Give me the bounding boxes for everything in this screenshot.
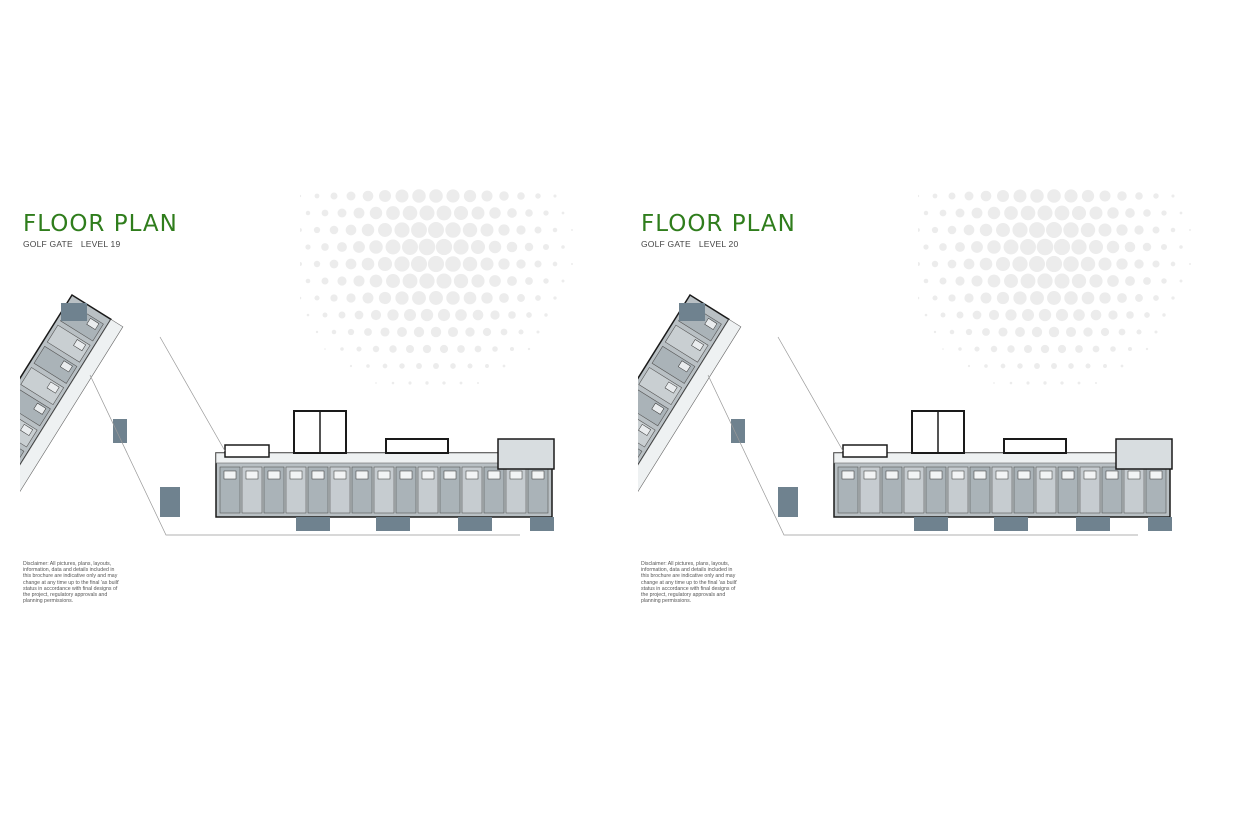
disclaimer-text: Disclaimer: All pictures, plans, layouts… — [641, 561, 738, 605]
floor-plan-sheet-level-19: FLOOR PLAN GOLF GATE LEVEL 19 — [20, 189, 620, 551]
golf-ball-pattern-icon — [300, 189, 573, 385]
level-label: LEVEL 20 — [698, 239, 739, 249]
page-subtitle: GOLF GATE LEVEL 19 — [23, 239, 120, 249]
floor-plan-drawing — [20, 293, 555, 536]
golf-ball-pattern-icon — [918, 189, 1191, 385]
floor-plan-drawing — [638, 293, 1173, 536]
project-name: GOLF GATE — [641, 239, 691, 249]
page-title: FLOOR PLAN — [641, 211, 796, 237]
project-name: GOLF GATE — [23, 239, 73, 249]
disclaimer-text: Disclaimer: All pictures, plans, layouts… — [23, 561, 120, 605]
floor-plan-sheet-level-20: FLOOR PLAN GOLF GATE LEVEL 20 — [638, 189, 1237, 551]
page-subtitle: GOLF GATE LEVEL 20 — [641, 239, 738, 249]
page-title: FLOOR PLAN — [23, 211, 178, 237]
level-label: LEVEL 19 — [80, 239, 121, 249]
